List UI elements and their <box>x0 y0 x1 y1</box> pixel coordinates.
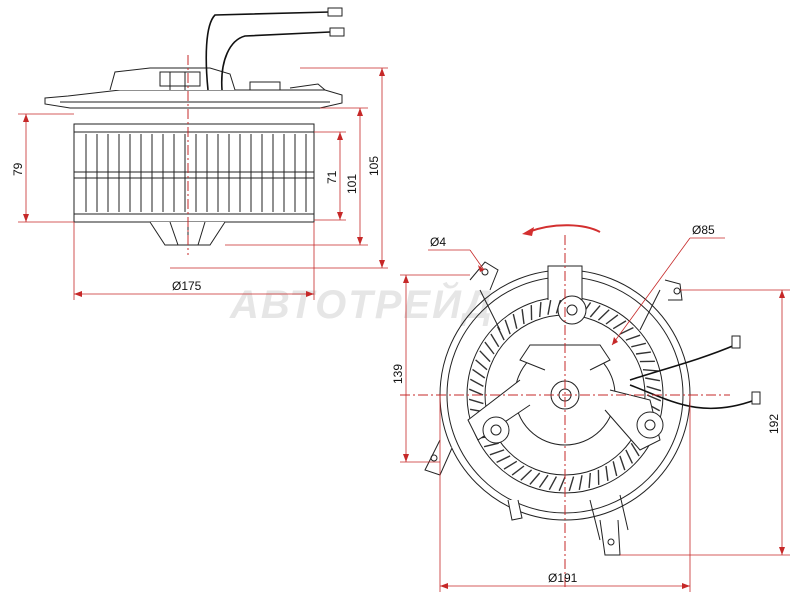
fan-blade-top <box>588 472 591 488</box>
wire-top-2 <box>629 384 756 410</box>
fan-blade-top <box>642 369 658 372</box>
fan-blade-top <box>512 313 518 329</box>
fan-blade-top <box>538 474 549 488</box>
fan-blade-top <box>511 465 525 476</box>
fan-blade-top <box>645 377 661 382</box>
fan-blade-top <box>504 319 511 335</box>
fan-blade-top <box>619 326 634 335</box>
side-dim-arrows <box>23 68 385 297</box>
fan-blade-top <box>612 320 627 330</box>
tab-bottom <box>599 519 621 556</box>
connector-1 <box>327 7 343 17</box>
fan-blade-top <box>612 461 618 477</box>
dim-diameter-85: Ø85 <box>692 223 715 237</box>
fan-blade-top <box>503 460 518 470</box>
fan-blade-top <box>468 388 484 396</box>
fan-blade-top <box>625 449 634 464</box>
rotation-arrowhead <box>522 227 534 236</box>
fan-blade-top <box>597 309 610 321</box>
motor-cap <box>159 71 201 87</box>
fan-blade-top <box>625 334 641 341</box>
dim-diameter-191: Ø191 <box>548 571 578 585</box>
top-dim-arrows <box>403 265 785 589</box>
fan-blade-top <box>469 378 484 388</box>
fan-blade-top <box>490 333 500 348</box>
side-view <box>44 7 345 255</box>
fan-blade-top <box>489 449 505 456</box>
mounting-plate <box>44 89 343 109</box>
dim-139: 139 <box>391 364 405 384</box>
fan-blade-top <box>547 299 552 315</box>
wire-2 <box>220 31 331 91</box>
fan-blade-top <box>520 469 533 481</box>
fan-blade-top <box>568 476 575 492</box>
top-view <box>400 235 761 590</box>
fan-blade-top <box>475 359 488 371</box>
fan-blade-top <box>548 476 558 491</box>
dim-101: 101 <box>345 174 359 194</box>
connector-top-1 <box>731 335 741 349</box>
side-dimensions <box>18 67 388 300</box>
connector-top-2 <box>751 391 761 405</box>
tab-left <box>424 439 453 476</box>
fan-blade-top <box>646 385 662 392</box>
fan-blade-top <box>630 442 640 457</box>
fan-blade-top <box>468 398 484 405</box>
wire-1 <box>205 11 331 91</box>
fan-blade-top <box>631 342 647 348</box>
rotation-arrow <box>527 224 601 233</box>
fan-blades <box>85 134 307 212</box>
wire-top-1 <box>629 344 736 381</box>
tab-top-right <box>664 279 683 301</box>
clip-bottom-left <box>507 499 523 521</box>
fan-blade-top <box>589 305 601 318</box>
fan-blade-top <box>578 475 583 491</box>
fan-blade-top <box>483 442 499 448</box>
fan-blade-top <box>496 455 511 464</box>
dim-71: 71 <box>325 170 339 184</box>
fan-blade-top <box>479 350 491 363</box>
dim-192: 192 <box>767 414 781 434</box>
fan-blade-top <box>635 351 651 355</box>
dim-79: 79 <box>11 162 25 176</box>
fan-blade-top <box>521 309 525 325</box>
fan-blade-top <box>472 368 486 379</box>
top-dimensions <box>400 237 790 592</box>
fan-blade-top <box>558 476 566 492</box>
fan-blade-top <box>605 465 609 481</box>
fan-blade-top <box>605 314 619 325</box>
fan-blade-top <box>619 455 626 471</box>
dim-diameter-4: Ø4 <box>430 235 446 249</box>
fan-blade-top <box>646 394 662 402</box>
fan-blade-top <box>539 302 542 318</box>
connector-2 <box>329 27 345 37</box>
tab-top-left <box>469 261 499 291</box>
dim-105: 105 <box>367 156 381 176</box>
dim-diameter-175: Ø175 <box>172 279 202 293</box>
terminal-block <box>249 81 281 91</box>
fan-blade-top <box>529 472 541 485</box>
watermark: АВТОТРЕЙД <box>229 280 494 327</box>
fan-blade-top <box>484 341 495 355</box>
motor-housing <box>109 67 236 91</box>
fan-blade-top <box>496 326 505 341</box>
fan-wheel <box>73 123 315 223</box>
